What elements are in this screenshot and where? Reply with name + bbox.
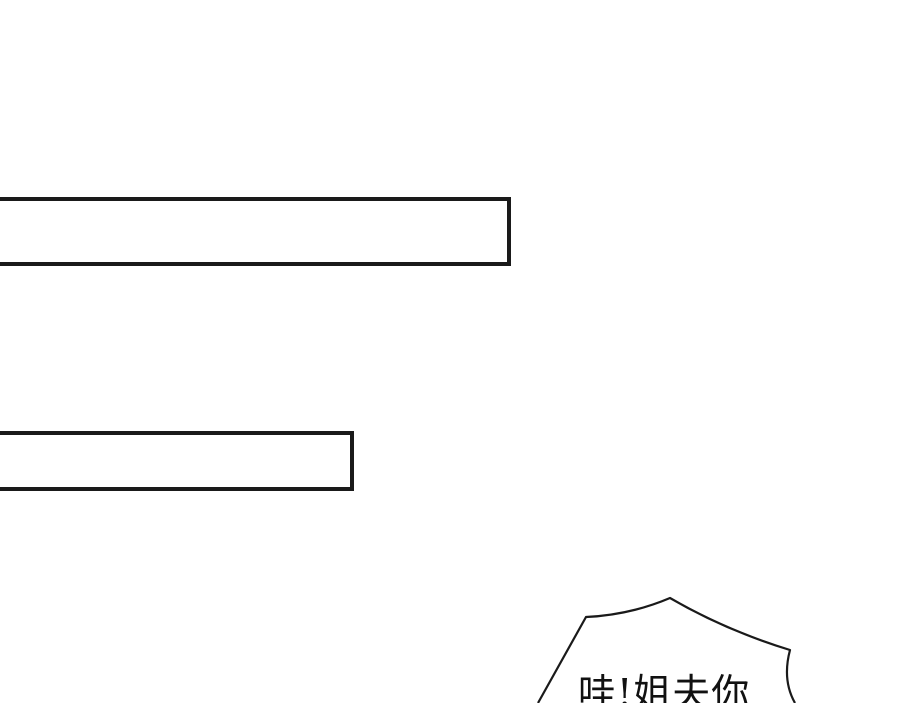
speech-bubble: 哇!姐夫你 — [520, 590, 820, 703]
speech-bubble-outline — [537, 596, 796, 703]
caption-box-upper — [0, 197, 511, 266]
caption-box-lower — [0, 431, 354, 491]
speech-bubble-text: 哇!姐夫你 — [578, 671, 751, 703]
